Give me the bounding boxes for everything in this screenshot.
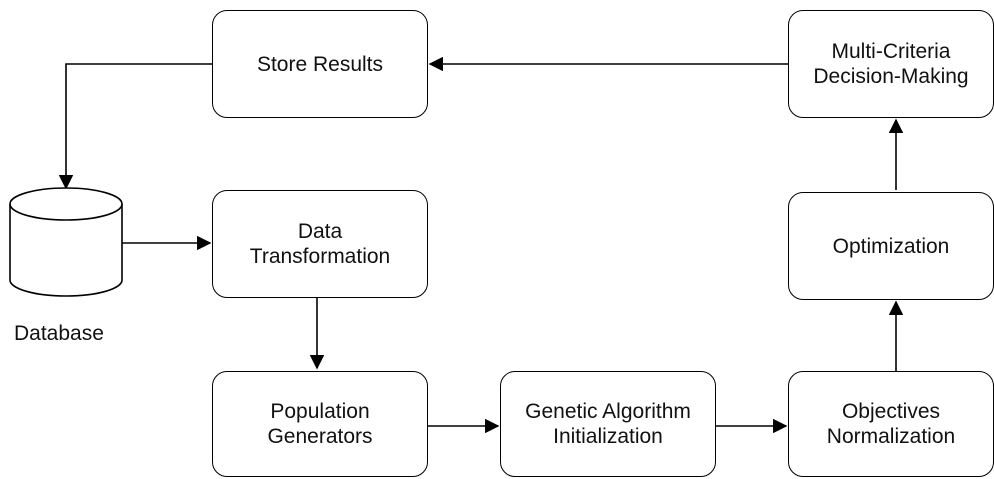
store-results-label: Store Results bbox=[256, 52, 384, 76]
store-results-box[interactable]: Store Results bbox=[212, 10, 428, 118]
data-transformation-label-line-1: Data bbox=[297, 220, 343, 243]
population-generators-label-line-1: Population bbox=[270, 400, 370, 423]
ga-initialization-label-line-2: Initialization bbox=[553, 425, 663, 448]
population-generators-box[interactable]: Population Generators bbox=[212, 371, 428, 477]
database-icon bbox=[9, 187, 123, 297]
mcdm-label-line-2: Decision-Making bbox=[813, 65, 969, 88]
objectives-normalization-box[interactable]: Objectives Normalization bbox=[788, 371, 994, 477]
data-transformation-label-line-2: Transformation bbox=[249, 245, 391, 268]
edge-store-results-to-database bbox=[58, 63, 212, 190]
mcdm-label-line-1: Multi-Criteria bbox=[831, 40, 951, 63]
optimization-label: Optimization bbox=[832, 234, 950, 258]
objectives-normalization-label-line-1: Objectives bbox=[841, 400, 941, 423]
mcdm-box[interactable]: Multi-Criteria Decision-Making bbox=[788, 10, 994, 118]
optimization-box[interactable]: Optimization bbox=[788, 192, 994, 300]
objectives-normalization-label-line-2: Normalization bbox=[826, 425, 956, 448]
population-generators-label-line-2: Generators bbox=[267, 425, 373, 448]
database-label: Database bbox=[14, 322, 104, 345]
data-transformation-box[interactable]: Data Transformation bbox=[212, 190, 428, 298]
ga-initialization-label-line-1: Genetic Algorithm bbox=[525, 400, 691, 423]
ga-initialization-box[interactable]: Genetic Algorithm Initialization bbox=[500, 371, 716, 477]
